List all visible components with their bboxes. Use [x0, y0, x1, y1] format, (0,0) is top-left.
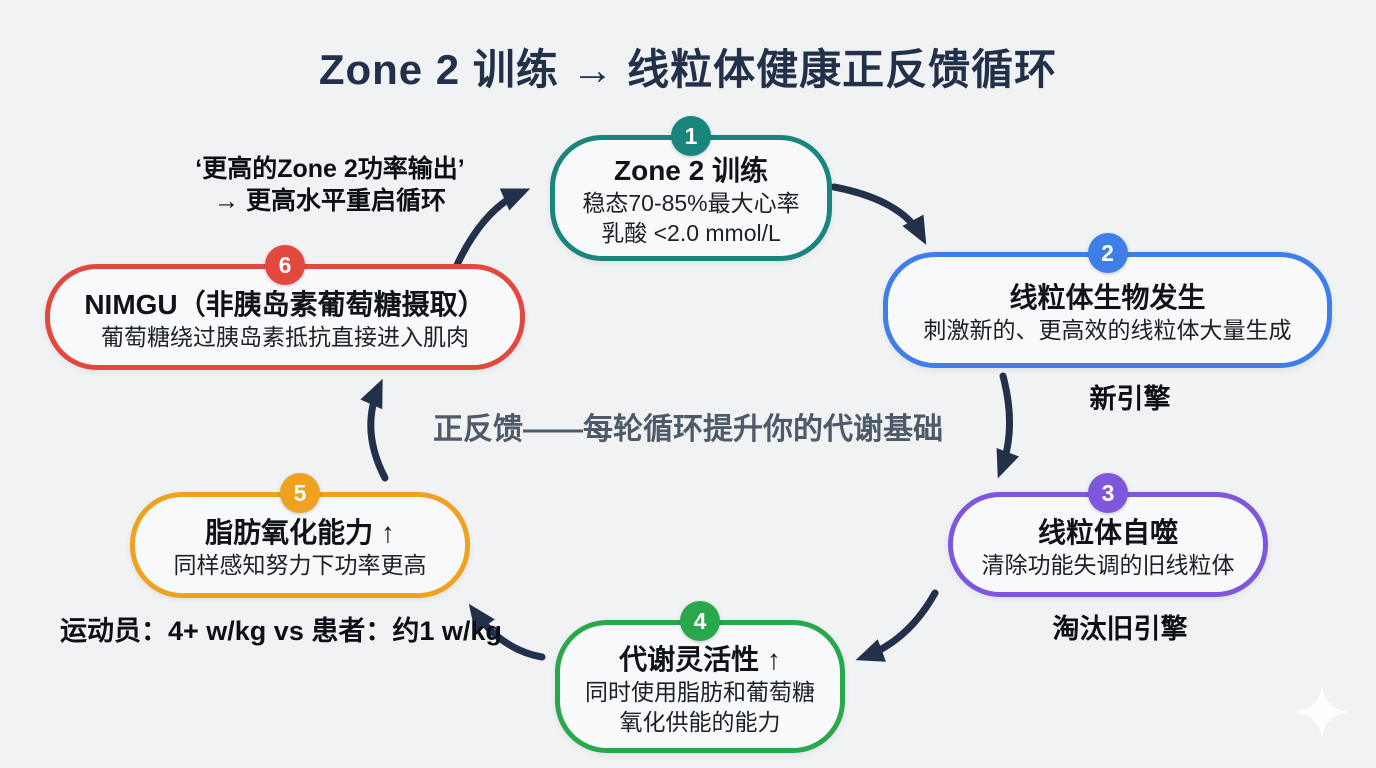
node-6-number: 6: [278, 251, 292, 278]
node-1-number-badge: 1: [671, 116, 711, 156]
node-nimgu: 6 NIMGU（非胰岛素葡萄糖摄取） 葡萄糖绕过胰岛素抵抗直接进入肌肉: [45, 245, 525, 370]
annotation-restart-line1: ‘更高的Zone 2功率输出’: [195, 155, 465, 183]
node-4-detail: 同时使用脂肪和葡萄糖: [585, 678, 815, 705]
arrow-3-to-4: [855, 589, 939, 662]
node-4-detail: 氧化供能的能力: [619, 708, 781, 735]
node-2-number: 2: [1101, 239, 1114, 266]
annotation-athlete-comparison: 运动员：4+ w/kg vs 患者：约1 w/kg: [60, 616, 502, 646]
node-6-title: NIMGU（非胰岛素葡萄糖摄取）: [84, 289, 486, 320]
node-3-title: 线粒体自噬: [1037, 516, 1178, 548]
node-2-detail: 刺激新的、更高效的线粒体大量生成: [923, 317, 1292, 343]
annotation-restart-line2: → 更高水平重启循环: [214, 187, 446, 215]
node-3-detail: 清除功能失调的旧线粒体: [981, 551, 1235, 578]
node-fat-oxidation: 5 脂肪氧化能力 ↑ 同样感知努力下功率更高: [130, 473, 470, 598]
node-3-number: 3: [1101, 479, 1115, 506]
node-5-detail: 同样感知努力下功率更高: [173, 552, 427, 578]
node-5-title: 脂肪氧化能力 ↑: [205, 517, 395, 548]
node-5-number: 5: [293, 479, 307, 506]
node-1-detail: 乳酸 <2.0 mmol/L: [601, 220, 781, 246]
node-4-number-badge: 4: [680, 601, 720, 641]
node-6-detail: 葡萄糖绕过胰岛素抵抗直接进入肌肉: [101, 324, 469, 350]
node-1-title: Zone 2 训练: [613, 155, 768, 186]
node-4-number: 4: [693, 607, 707, 634]
sparkle-icon: [1295, 685, 1349, 739]
node-mitochondrial-biogenesis: 2 线粒体生物发生 刺激新的、更高效的线粒体大量生成: [883, 233, 1332, 368]
annotation-restart-cycle: ‘更高的Zone 2功率输出’ → 更高水平重启循环: [150, 153, 510, 217]
annotation-old-engine: 淘汰旧引擎: [1052, 614, 1188, 644]
node-1-detail: 稳态70-85%最大心率: [582, 190, 800, 216]
node-4-title: 代谢灵活性 ↑: [619, 643, 781, 675]
node-2-number-badge: 2: [1087, 233, 1128, 273]
node-mitophagy: 3 线粒体自噬 清除功能失调的旧线粒体: [948, 473, 1268, 597]
node-zone2-training: 1 Zone 2 训练 稳态70-85%最大心率 乳酸 <2.0 mmol/L: [550, 116, 832, 261]
node-6-number-badge: 6: [265, 245, 305, 285]
annotation-new-engine: 新引擎: [1089, 384, 1171, 414]
arrow-1-to-2: [830, 183, 927, 245]
node-3-number-badge: 3: [1088, 473, 1128, 513]
node-5-number-badge: 5: [280, 473, 320, 513]
node-metabolic-flexibility: 4 代谢灵活性 ↑ 同时使用脂肪和葡萄糖 氧化供能的能力: [555, 601, 845, 753]
node-2-title: 线粒体生物发生: [1009, 282, 1206, 313]
node-1-number: 1: [684, 122, 698, 149]
page-title: Zone 2 训练 → 线粒体健康正反馈循环: [318, 46, 1058, 93]
annotation-positive-feedback: 正反馈——每轮循环提升你的代谢基础: [433, 413, 943, 446]
